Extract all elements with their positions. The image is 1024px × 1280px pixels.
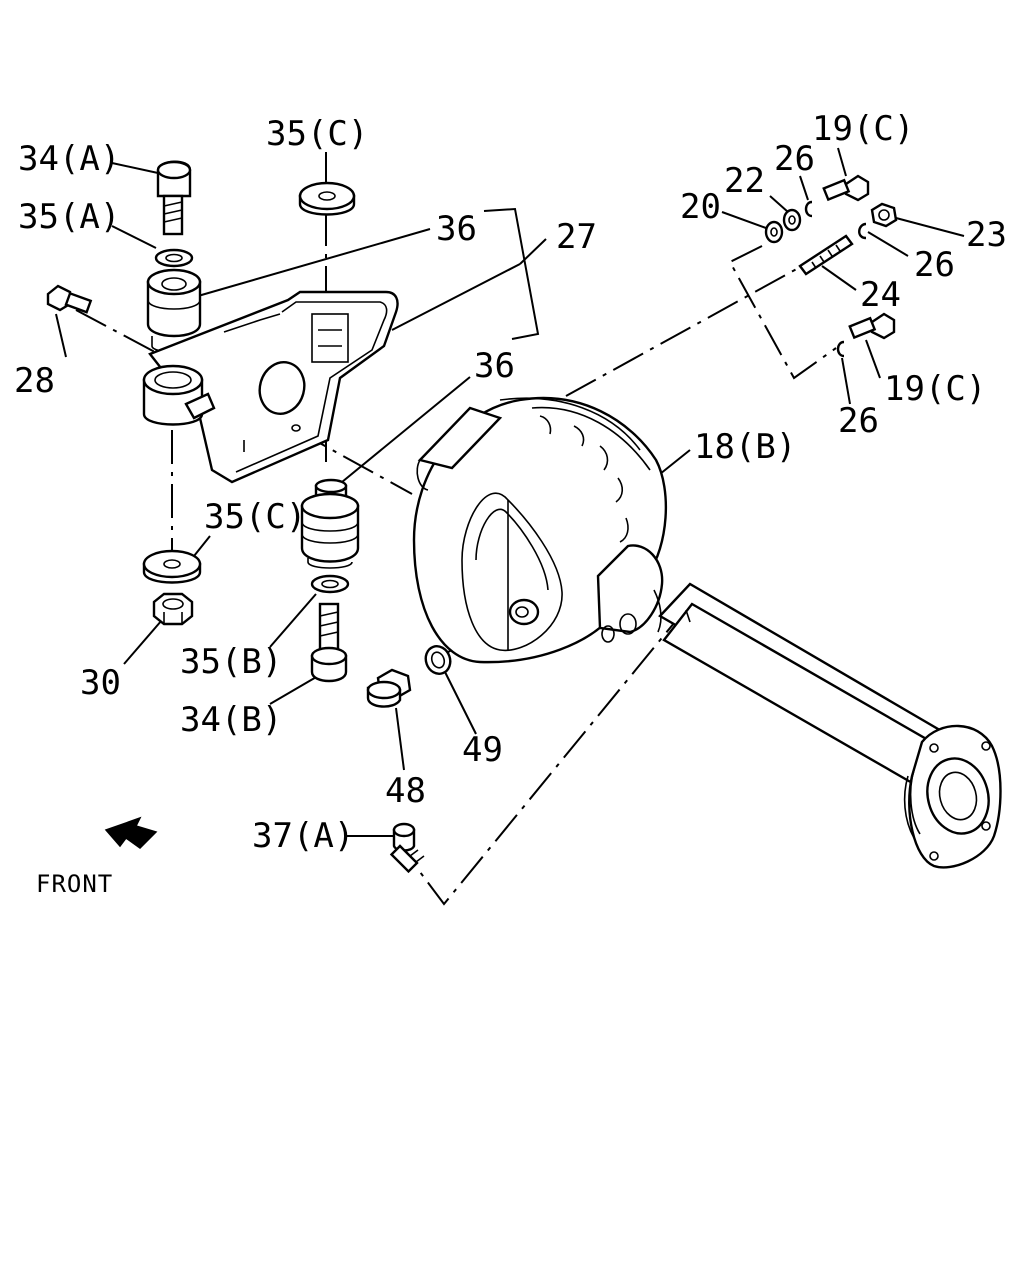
label-48: 48 bbox=[385, 771, 426, 811]
label-19c-top: 19(C) bbox=[812, 109, 914, 149]
label-23: 23 bbox=[966, 215, 1007, 255]
label-35b: 35(B) bbox=[180, 642, 282, 682]
label-36-mid: 36 bbox=[474, 346, 515, 386]
leader-lines bbox=[55, 147, 965, 837]
part-34b-bolt bbox=[310, 602, 348, 683]
label-36-top: 36 bbox=[436, 209, 477, 249]
part-19c-lower-bolt bbox=[848, 312, 896, 340]
part-30-nut bbox=[152, 592, 194, 626]
part-24-stud bbox=[798, 234, 854, 276]
label-26-c: 26 bbox=[838, 401, 879, 441]
label-24: 24 bbox=[860, 275, 901, 315]
label-34b: 34(B) bbox=[180, 700, 282, 740]
part-48-plug bbox=[366, 668, 412, 708]
part-23-nut bbox=[870, 202, 898, 228]
part-26-lockwasher-c bbox=[836, 340, 845, 358]
label-22: 22 bbox=[724, 161, 765, 201]
label-49: 49 bbox=[462, 730, 503, 770]
label-35c-mid: 35(C) bbox=[204, 497, 306, 537]
label-20: 20 bbox=[680, 187, 721, 227]
part-26-lockwasher-a bbox=[804, 200, 813, 218]
part-36-lower-bushing bbox=[300, 478, 360, 569]
part-26-lockwasher-b bbox=[858, 222, 867, 240]
label-28: 28 bbox=[14, 361, 55, 401]
part-36-upper-bushing bbox=[146, 268, 202, 353]
part-35c-lower-washer bbox=[142, 549, 202, 584]
part-35a-washer bbox=[154, 248, 194, 268]
label-35c-top: 35(C) bbox=[266, 114, 368, 154]
front-label: FRONT bbox=[36, 870, 113, 898]
label-35a: 35(A) bbox=[18, 197, 120, 237]
part-37a-breather bbox=[389, 822, 425, 874]
label-26-a: 26 bbox=[774, 139, 815, 179]
label-30: 30 bbox=[80, 663, 121, 703]
part-35b-washer bbox=[310, 574, 350, 594]
part-18b-axle-housing bbox=[412, 396, 1002, 869]
label-34a: 34(A) bbox=[18, 139, 120, 179]
part-28-bolt bbox=[46, 284, 93, 314]
label-18b: 18(B) bbox=[694, 427, 796, 467]
part-35c-upper-washer bbox=[298, 181, 356, 216]
part-49-gasket bbox=[424, 645, 452, 675]
part-19c-upper-bolt bbox=[822, 174, 870, 202]
label-26-b: 26 bbox=[914, 245, 955, 285]
part-27-bracket bbox=[142, 290, 399, 484]
label-37a: 37(A) bbox=[252, 816, 354, 856]
part-20-washer bbox=[764, 220, 784, 244]
part-34a-bolt bbox=[156, 160, 192, 236]
front-arrow-icon bbox=[104, 816, 158, 849]
label-27: 27 bbox=[556, 217, 597, 257]
part-22-washer bbox=[782, 208, 802, 232]
label-19c-bot: 19(C) bbox=[884, 369, 986, 409]
